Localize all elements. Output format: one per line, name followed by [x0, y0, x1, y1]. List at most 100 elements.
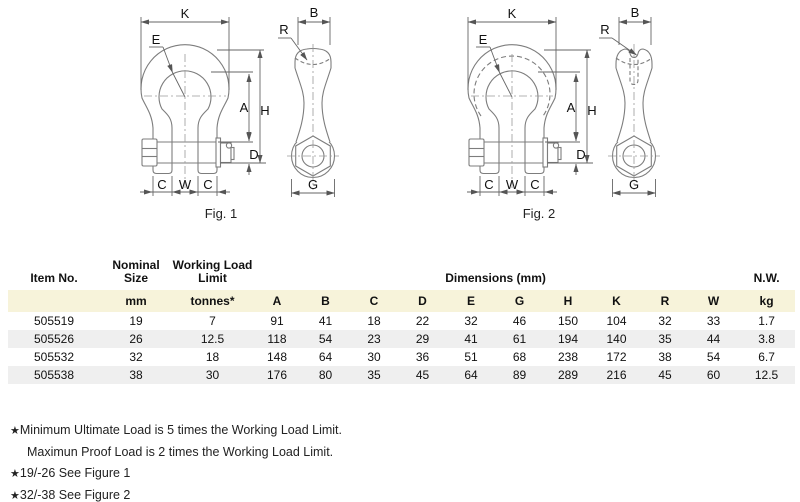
fig2-side-dimensions: [599, 17, 656, 197]
footnote-ultimate-load: ★Minimum Ultimate Load is 5 times the Wo…: [10, 420, 342, 442]
spec-table: Item No. Nominal Size Working Load Limit…: [8, 248, 796, 384]
dim-label-W: W: [179, 177, 192, 192]
cell-wll: 30: [205, 368, 220, 382]
cell-H: 194: [557, 332, 579, 346]
cotter-ring: [552, 142, 560, 149]
star-icon: ★: [10, 425, 20, 437]
cell-C: 18: [367, 314, 381, 328]
dim-label-E: E: [479, 32, 488, 47]
cell-nw: 12.5: [754, 368, 779, 382]
dim-col-K: K: [592, 290, 641, 312]
col-header-dimensions: Dimensions (mm): [445, 271, 546, 285]
cell-G: 68: [512, 350, 527, 364]
dim-label-C-right: C: [203, 177, 212, 192]
dim-label-E: E: [152, 32, 161, 47]
cell-K: 104: [606, 314, 627, 328]
fig1-front-labels: K E A H D C W C: [152, 6, 270, 192]
fig2-side-centerlines: [608, 44, 660, 190]
fig1-side-centerlines: [287, 44, 339, 190]
table-row: 505532 32 18 148 64 30 36 51 68 238 172 …: [8, 348, 795, 366]
cell-K: 216: [606, 368, 627, 382]
fig1-caption: Fig. 1: [204, 206, 238, 221]
cell-E: 41: [464, 332, 478, 346]
fig2-side-labels: B R G: [600, 5, 639, 192]
cell-R: 32: [658, 314, 672, 328]
fig2-front-drawing: K E A H D C W C: [467, 6, 597, 196]
fig2-side-drawing: B R G: [599, 5, 660, 197]
col-header-working-load-limit: Working Load Limit: [172, 258, 253, 285]
cell-B: 41: [318, 314, 333, 328]
fig2-shackle-body: [467, 44, 562, 175]
pin-hex-head: [468, 138, 485, 167]
footnotes: ★Minimum Ultimate Load is 5 times the Wo…: [10, 420, 342, 502]
cell-B: 80: [318, 368, 333, 382]
footnote-text: Maximun Proof Load is 2 times the Workin…: [27, 444, 334, 459]
hidden-saddle-line: [294, 57, 332, 66]
fig2-front-labels: K E A H D C W C: [479, 6, 597, 192]
footnote-text: 19/-26 See Figure 1: [19, 466, 131, 480]
cell-item: 505526: [33, 332, 75, 346]
cell-wll: 7: [209, 314, 216, 328]
dim-label-D: D: [249, 147, 258, 162]
cell-size: 32: [129, 350, 143, 364]
table-units-row: mm tonnes* A B C D E G H K R W kg: [8, 290, 796, 312]
cell-H: 289: [557, 368, 579, 382]
table-header-row: Item No. Nominal Size Working Load Limit…: [8, 248, 795, 290]
footnote-proof-load: Maximun Proof Load is 2 times the Workin…: [10, 442, 342, 464]
cell-E: 64: [464, 368, 478, 382]
cell-nw: 3.8: [758, 332, 775, 346]
cell-R: 45: [658, 368, 672, 382]
cell-W: 44: [706, 332, 721, 346]
col-header-nw: N.W.: [753, 271, 780, 285]
cotter-ring: [225, 142, 233, 149]
dim-label-G: G: [629, 177, 639, 192]
dim-label-D: D: [576, 147, 585, 162]
bow-outline: [140, 44, 230, 175]
star-icon: ★: [10, 468, 20, 480]
bow-outline: [467, 44, 557, 175]
table-row: 505519 19 7 91 41 18 22 32 46 150 104 32…: [8, 312, 795, 330]
footnote-text: Minimum Ultimate Load is 5 times the Wor…: [19, 423, 342, 437]
cell-G: 46: [512, 314, 527, 328]
cell-nw: 1.7: [758, 314, 775, 328]
dim-label-A: A: [567, 100, 576, 115]
cell-W: 33: [706, 314, 721, 328]
fig1-shackle-body: [140, 44, 235, 175]
cell-size: 19: [129, 314, 143, 328]
cell-K: 140: [606, 332, 627, 346]
cell-D: 29: [415, 332, 430, 346]
cell-D: 36: [415, 350, 430, 364]
fig1-side-dimensions: [278, 17, 335, 197]
dim-col-R: R: [641, 290, 689, 312]
cell-C: 30: [367, 350, 381, 364]
col-header-item-no: Item No.: [30, 271, 78, 285]
cell-W: 54: [706, 350, 721, 364]
dim-label-B: B: [631, 5, 640, 20]
fig2-caption: Fig. 2: [522, 206, 556, 221]
cell-nw: 6.7: [758, 350, 775, 364]
cell-A: 91: [270, 314, 284, 328]
table-row: 505526 26 12.5 118 54 23 29 41 61 194 14…: [8, 330, 796, 348]
cell-H: 238: [557, 350, 579, 364]
unit-mm: mm: [100, 290, 172, 312]
footnote-figure1-range: ★19/-26 See Figure 1: [10, 463, 342, 485]
cell-wll: 12.5: [200, 332, 225, 346]
cell-D: 45: [415, 368, 430, 382]
cell-H: 150: [557, 314, 579, 328]
fig1-side-drawing: B R G: [278, 5, 339, 197]
dim-col-C: C: [350, 290, 398, 312]
unit-blank: [8, 290, 100, 312]
dim-label-H: H: [260, 103, 269, 118]
cell-B: 64: [318, 350, 333, 364]
star-icon: ★: [10, 489, 20, 502]
dim-label-G: G: [308, 177, 318, 192]
dim-col-E: E: [447, 290, 495, 312]
dim-label-C-left: C: [484, 177, 493, 192]
cell-size: 26: [129, 332, 143, 346]
dim-label-R: R: [600, 22, 609, 37]
footnote-text: 32/-38 See Figure 2: [19, 487, 131, 502]
fig2-dimensions: [467, 17, 593, 196]
cell-D: 22: [415, 314, 430, 328]
dim-label-C-left: C: [157, 177, 166, 192]
